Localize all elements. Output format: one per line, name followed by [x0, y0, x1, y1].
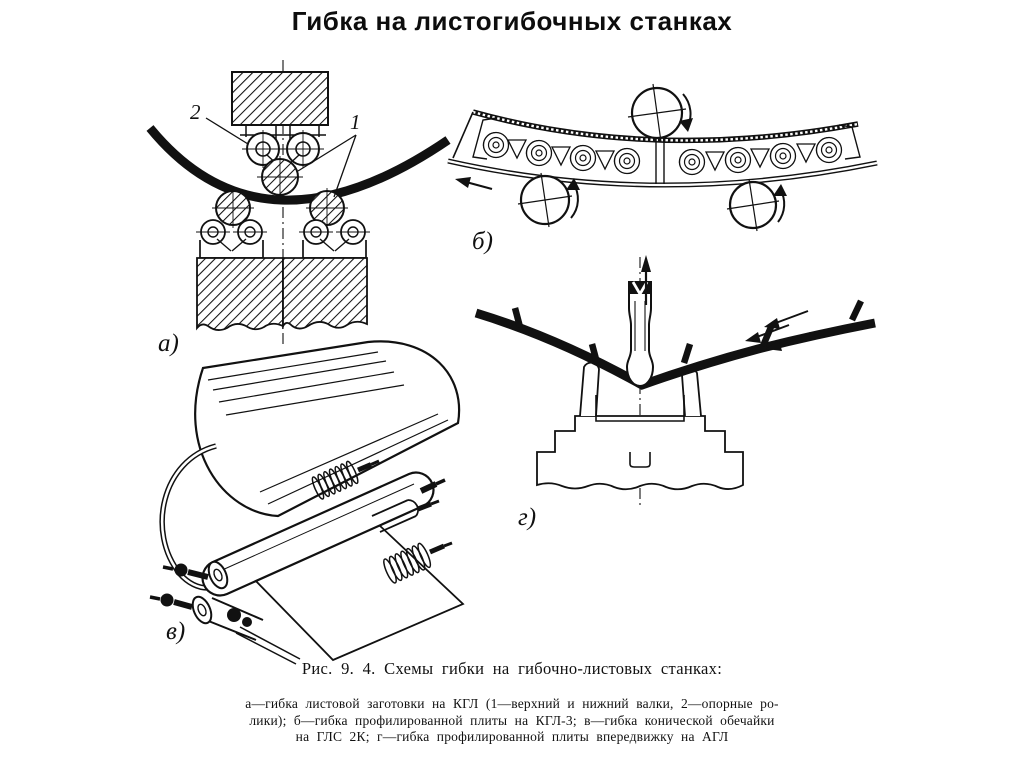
diagram-g-profiled-plate-punch — [474, 255, 876, 505]
diagram-b-label: б) — [472, 228, 493, 255]
page-title: Гибка на листогибочных станках — [291, 6, 733, 36]
figure-caption: Рис. 9. 4. Схемы гибки на гибочно-листов… — [301, 659, 723, 678]
diagram-b-profiled-plate-rolling — [447, 83, 878, 232]
diagram-v-label: в) — [166, 618, 186, 645]
figure-legend: а—гибка листовой заготовки на КГЛ (1—вер… — [0, 696, 1024, 746]
callout-1-rolls: 1 — [350, 110, 361, 134]
figure-legend-line-2: лики); б—гибка профилированной плиты на … — [249, 712, 775, 728]
figure-legend-line-1: а—гибка листовой заготовки на КГЛ (1—вер… — [245, 696, 779, 711]
diagram-a-sheet-bending-scheme — [146, 60, 451, 348]
callout-2-support-rollers: 2 — [190, 100, 201, 124]
diagram-a-label: а) — [158, 330, 179, 357]
diagram-g-label: г) — [518, 504, 537, 531]
diagram-v-conical-shell-rolling — [149, 340, 465, 665]
figure-legend-line-3: на ГЛС 2К; г—гибка профилированной плиты… — [295, 729, 729, 744]
